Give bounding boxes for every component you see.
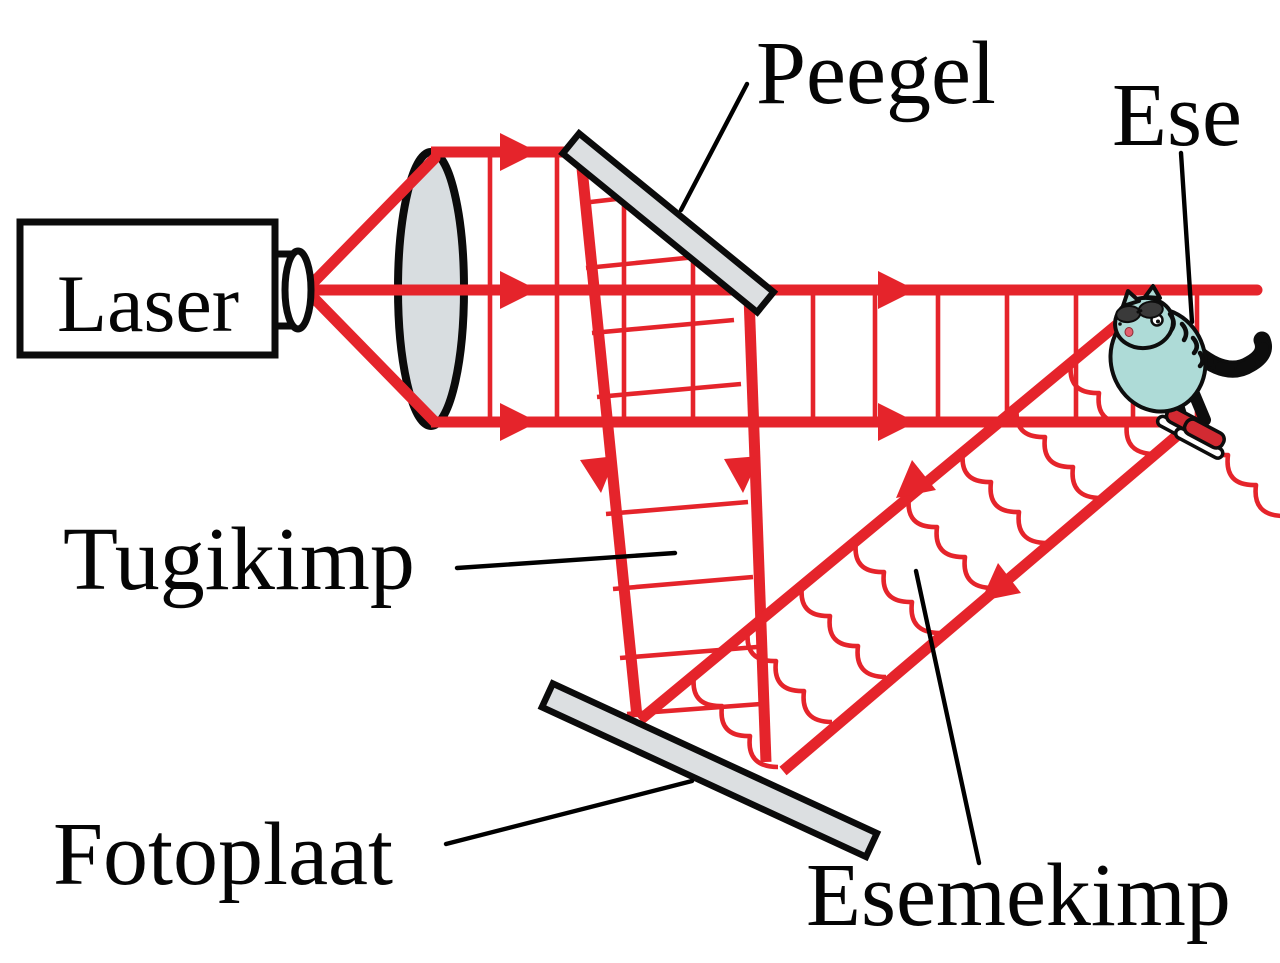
object-beam-pointer-line	[913, 568, 982, 866]
pointer-lines	[443, 81, 1195, 866]
mirror-label: Peegel	[756, 24, 996, 123]
object-beam-wavefronts	[691, 362, 1280, 770]
cat-shoe-right	[1173, 417, 1226, 460]
labels: Peegel Ese Tugikimp Fotoplaat Esemekimp	[53, 24, 1242, 945]
reference-ray-right	[743, 295, 772, 763]
fan-ray-top	[300, 152, 441, 296]
object-beam-label: Esemekimp	[806, 846, 1231, 945]
fan-ray-bottom	[300, 284, 441, 428]
cat-ear-right	[1143, 284, 1162, 300]
photo-plate-label: Fotoplaat	[53, 805, 393, 904]
object-pointer-line	[1178, 150, 1195, 325]
cat-tail-stripes	[1192, 334, 1269, 375]
cat	[1108, 284, 1272, 460]
laser-device: Laser	[16, 218, 315, 359]
laser-rays	[300, 146, 1263, 776]
reference-ray-left	[575, 157, 643, 718]
mirror	[558, 128, 779, 317]
object-ray-upper	[636, 313, 1129, 725]
cat-stripes	[1167, 311, 1205, 369]
laser-aperture-lens	[281, 247, 315, 333]
mirror-pointer-line	[678, 81, 750, 213]
cat-pupil	[1156, 319, 1160, 324]
photo-plate-pointer-line	[443, 778, 695, 847]
reference-beam-pointer-line	[454, 550, 678, 571]
cat-mouth	[1124, 327, 1134, 337]
laser-box	[16, 218, 279, 359]
cat-sunglasses	[1115, 300, 1164, 324]
photo-plate	[537, 679, 882, 862]
cat-nose	[1118, 322, 1122, 326]
laser-label: Laser	[57, 258, 239, 349]
cat-ear-left	[1121, 289, 1141, 308]
beam-arrowheads	[500, 133, 1021, 601]
object-label: Ese	[1112, 66, 1242, 165]
reference-beam-label: Tugikimp	[63, 510, 415, 609]
